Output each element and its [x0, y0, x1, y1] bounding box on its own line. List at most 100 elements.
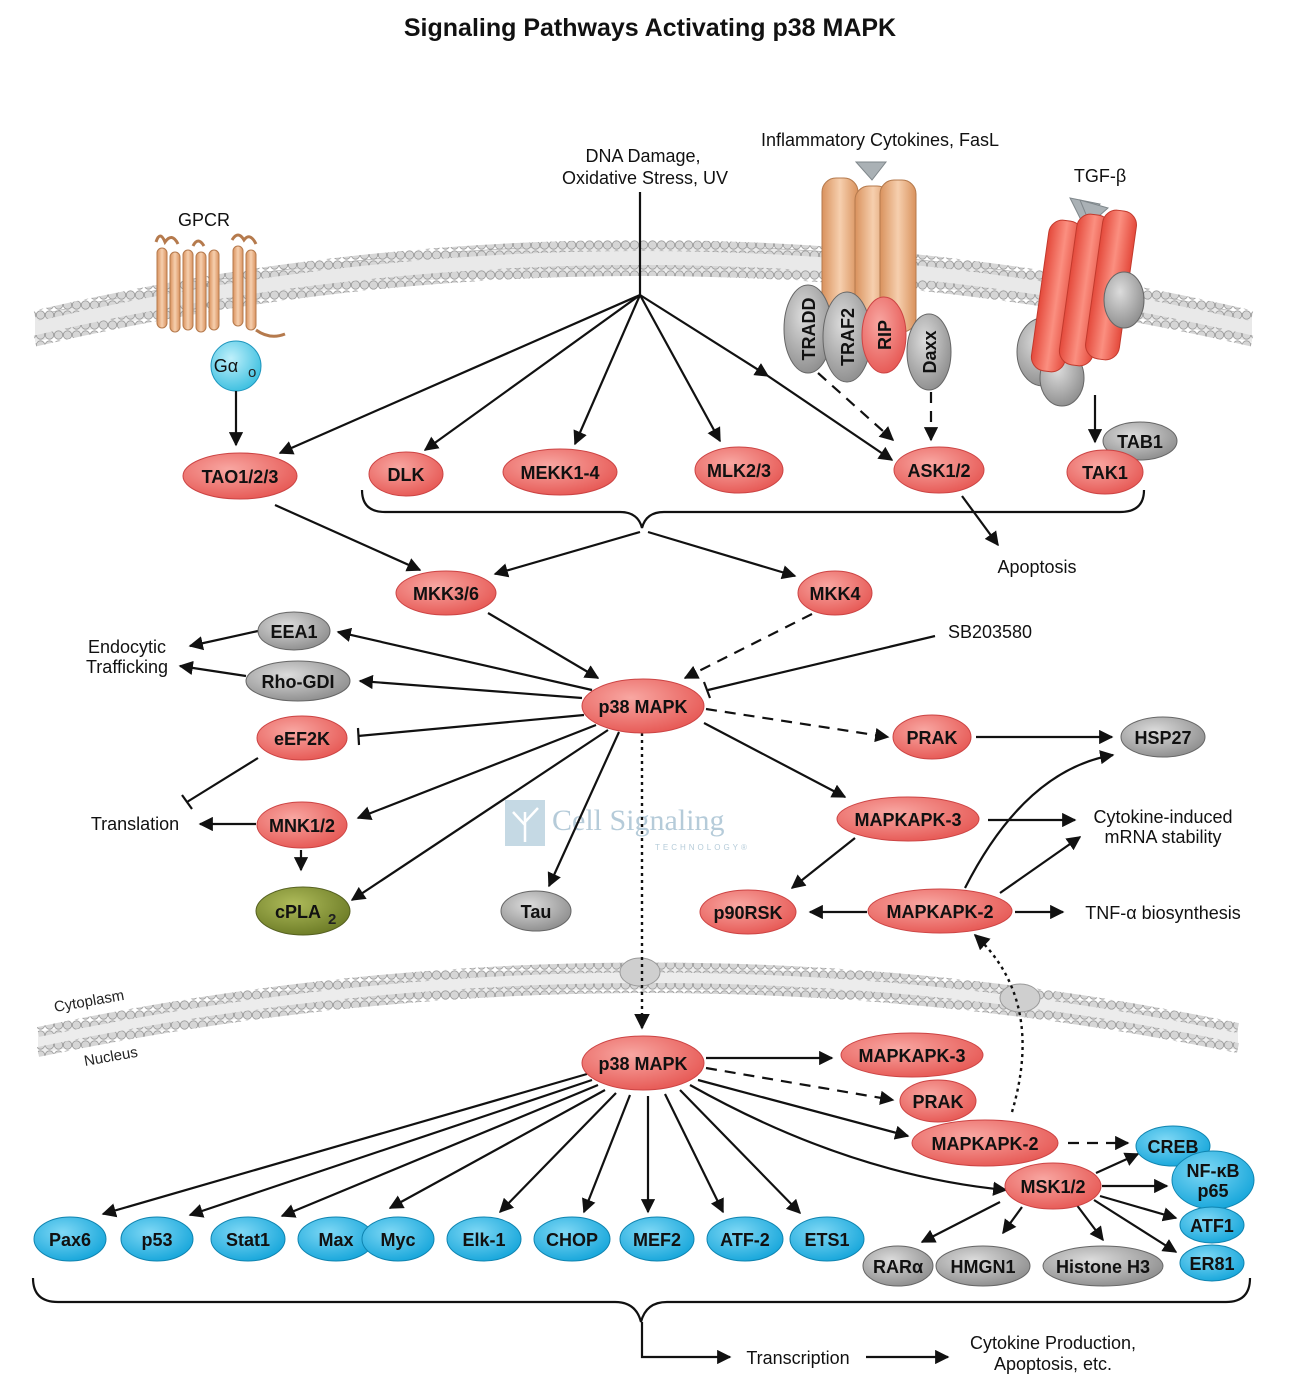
eef2k-node: eEF2K — [256, 715, 348, 761]
dna-damage-label-line2: Oxidative Stress, UV — [562, 168, 728, 188]
mapkapk3-nuclear-node: MAPKAPK-3 — [840, 1032, 984, 1078]
transcription-label: Transcription — [746, 1348, 849, 1368]
rara-node: RARα — [862, 1245, 934, 1287]
atf1-node: ATF1 — [1179, 1206, 1245, 1244]
mef2-label: MEF2 — [633, 1230, 681, 1250]
tradd-label: TRADD — [799, 298, 819, 361]
p53-node: p53 — [120, 1216, 194, 1262]
atf2-node: ATF-2 — [706, 1216, 784, 1262]
atf1-label: ATF1 — [1190, 1216, 1234, 1236]
cpla2-label: cPLA — [275, 902, 321, 922]
stat1-label: Stat1 — [226, 1230, 270, 1250]
creb-label: CREB — [1147, 1137, 1198, 1157]
ask-node: ASK1/2 — [893, 446, 985, 494]
mapkapk3-node: MAPKAPK-3 — [836, 796, 980, 842]
rip-node: RIP — [861, 296, 907, 374]
dlk-label: DLK — [388, 465, 425, 485]
daxx-label: Daxx — [920, 330, 940, 373]
nucleus-label: Nucleus — [83, 1044, 139, 1070]
p38-mapk-label: p38 MAPK — [598, 697, 687, 717]
watermark-sub: TECHNOLOGY® — [655, 843, 750, 852]
cytokine-mrna-label-line2: mRNA stability — [1104, 827, 1221, 847]
galpha-label: Gα — [214, 356, 238, 376]
prak-nuclear-node: PRAK — [899, 1079, 977, 1123]
max-label: Max — [318, 1230, 353, 1250]
p38-mapk-node: p38 MAPK — [581, 678, 705, 734]
tab1-label: TAB1 — [1117, 432, 1163, 452]
tgfb-label: TGF-β — [1074, 166, 1126, 186]
tnf-label: TNF-α biosynthesis — [1085, 903, 1240, 923]
outcome-label-line1: Cytokine Production, — [970, 1333, 1136, 1353]
sb203580-label: SB203580 — [948, 622, 1032, 642]
mekk-label: MEKK1-4 — [520, 463, 599, 483]
eea1-label: EEA1 — [270, 622, 317, 642]
mapkapk2-node: MAPKAPK-2 — [867, 888, 1013, 934]
tao-node: TAO1/2/3 — [182, 452, 298, 500]
tak1-label: TAK1 — [1082, 463, 1128, 483]
p38-mapk-nuclear-label: p38 MAPK — [598, 1054, 687, 1074]
mlk-node: MLK2/3 — [694, 446, 784, 494]
mapkapk2-label: MAPKAPK-2 — [886, 902, 993, 922]
msk-node: MSK1/2 — [1004, 1162, 1102, 1210]
ask-label: ASK1/2 — [907, 461, 970, 481]
nfkb-node: NF-κB p65 — [1171, 1150, 1255, 1210]
nfkb-label-line2: p65 — [1197, 1181, 1228, 1201]
chop-node: CHOP — [533, 1216, 611, 1262]
dlk-node: DLK — [368, 451, 444, 497]
connectors-upper — [178, 192, 1146, 1113]
cytoplasm-label: Cytoplasm — [53, 987, 126, 1016]
mapkapk3-nuclear-label: MAPKAPK-3 — [858, 1046, 965, 1066]
cytokine-receptor-icon — [821, 161, 917, 337]
apoptosis-label: Apoptosis — [997, 557, 1076, 577]
p53-label: p53 — [141, 1230, 172, 1250]
mekk-node: MEKK1-4 — [502, 448, 618, 496]
hsp27-node: HSP27 — [1120, 716, 1206, 758]
prak-node: PRAK — [892, 714, 972, 760]
pax6-node: Pax6 — [33, 1216, 107, 1262]
atf2-label: ATF-2 — [720, 1230, 770, 1250]
myc-label: Myc — [380, 1230, 415, 1250]
rhogdi-label: Rho-GDI — [262, 672, 335, 692]
elk1-label: Elk-1 — [462, 1230, 505, 1250]
rara-label: RARα — [873, 1257, 923, 1277]
mkk4-node: MKK4 — [797, 570, 873, 616]
tau-label: Tau — [521, 902, 552, 922]
elk1-node: Elk-1 — [446, 1216, 522, 1262]
cpla2-node: cPLA 2 — [255, 886, 351, 936]
endocytic-label-line1: Endocytic — [88, 637, 166, 657]
eea1-node: EEA1 — [257, 611, 331, 651]
translation-label: Translation — [91, 814, 179, 834]
connectors-nucleus — [31, 1050, 1252, 1365]
tao-label: TAO1/2/3 — [202, 467, 279, 487]
histone-h3-label: Histone H3 — [1056, 1257, 1150, 1277]
p90rsk-label: p90RSK — [713, 903, 782, 923]
outcome-label-line2: Apoptosis, etc. — [994, 1354, 1112, 1374]
mapkapk2-nuclear-label: MAPKAPK-2 — [931, 1134, 1038, 1154]
ets1-node: ETS1 — [789, 1216, 865, 1262]
prak-nuclear-label: PRAK — [912, 1092, 963, 1112]
gpcr-receptor-icon — [154, 233, 286, 338]
er81-label: ER81 — [1189, 1254, 1234, 1274]
mlk-label: MLK2/3 — [707, 461, 771, 481]
traf2-label: TRAF2 — [838, 308, 858, 366]
histone-h3-node: Histone H3 — [1042, 1245, 1164, 1287]
myc-node: Myc — [361, 1216, 435, 1262]
nfkb-label-line1: NF-κB — [1186, 1161, 1239, 1181]
rip-label: RIP — [875, 320, 895, 350]
mapkapk3-label: MAPKAPK-3 — [854, 810, 961, 830]
galpha-node: Gα o — [210, 340, 262, 392]
stat1-node: Stat1 — [210, 1216, 286, 1262]
mkk36-node: MKK3/6 — [395, 570, 497, 616]
mef2-node: MEF2 — [619, 1216, 695, 1262]
p38-mapk-nuclear-node: p38 MAPK — [581, 1035, 705, 1091]
watermark: Cell Signaling TECHNOLOGY® — [505, 800, 750, 852]
cytokine-mrna-label-line1: Cytokine-induced — [1093, 807, 1232, 827]
mapkapk2-nuclear-node: MAPKAPK-2 — [911, 1119, 1059, 1167]
pax6-label: Pax6 — [49, 1230, 91, 1250]
watermark-brand: Cell Signaling — [552, 804, 725, 837]
tab1-node: TAB1 — [1102, 421, 1178, 461]
msk-label: MSK1/2 — [1020, 1177, 1085, 1197]
dna-damage-label-line1: DNA Damage, — [585, 146, 700, 166]
mnk-label: MNK1/2 — [269, 816, 335, 836]
